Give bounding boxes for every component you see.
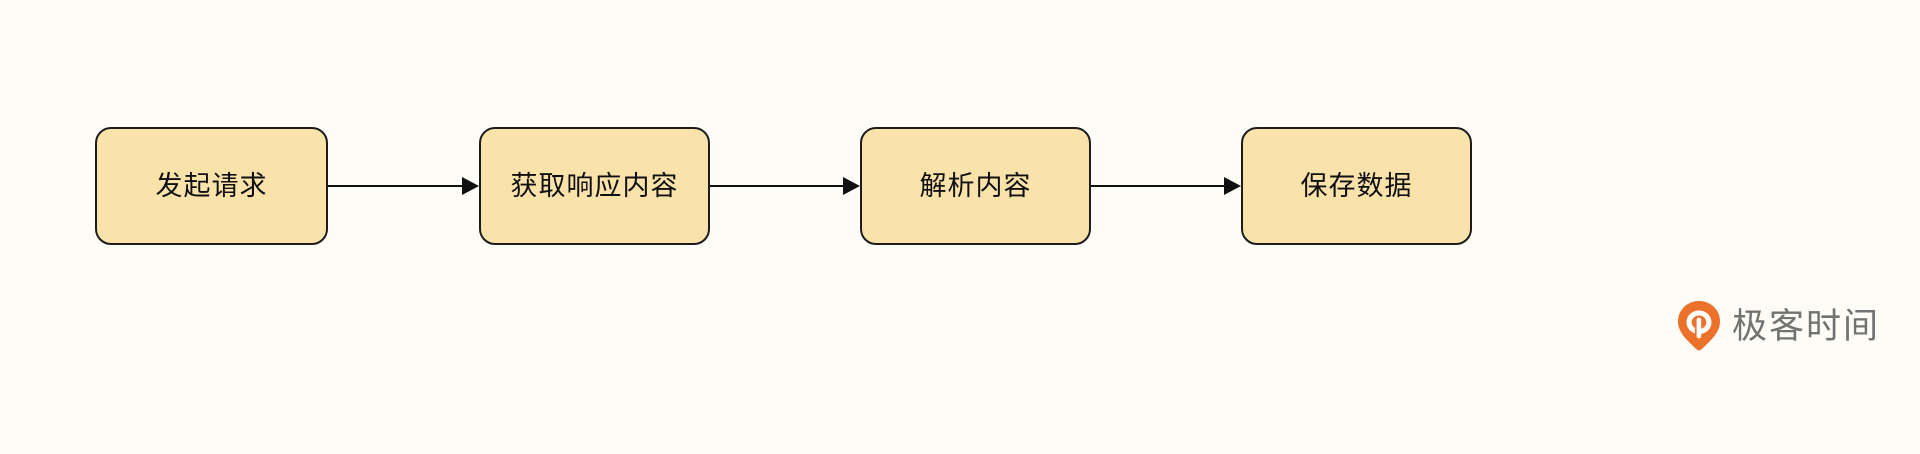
- flow-node-get-response[interactable]: 获取响应内容: [479, 127, 710, 245]
- arrow-head-icon: [843, 177, 860, 195]
- connector-line: [328, 185, 462, 188]
- connector-line: [1091, 185, 1224, 188]
- flow-connector-1: [710, 177, 860, 195]
- flow-node-send-request[interactable]: 发起请求: [95, 127, 328, 245]
- flow-node-label: 获取响应内容: [510, 170, 679, 201]
- flow-connector-0: [328, 177, 479, 195]
- flow-connector-2: [1091, 177, 1241, 195]
- flow-node-label: 保存数据: [1300, 170, 1413, 201]
- watermark: 极客时间: [1676, 300, 1880, 352]
- geektime-pin-logo-icon: [1676, 300, 1722, 352]
- arrow-head-icon: [462, 177, 479, 195]
- flowchart: 发起请求 获取响应内容 解析内容 保存数据: [0, 127, 1920, 245]
- flow-node-label: 发起请求: [155, 170, 268, 201]
- watermark-label: 极客时间: [1732, 306, 1881, 346]
- connector-line: [710, 185, 843, 188]
- flow-node-label: 解析内容: [919, 170, 1032, 201]
- arrow-head-icon: [1224, 177, 1241, 195]
- flow-node-parse-content[interactable]: 解析内容: [860, 127, 1091, 245]
- flow-node-save-data[interactable]: 保存数据: [1241, 127, 1472, 245]
